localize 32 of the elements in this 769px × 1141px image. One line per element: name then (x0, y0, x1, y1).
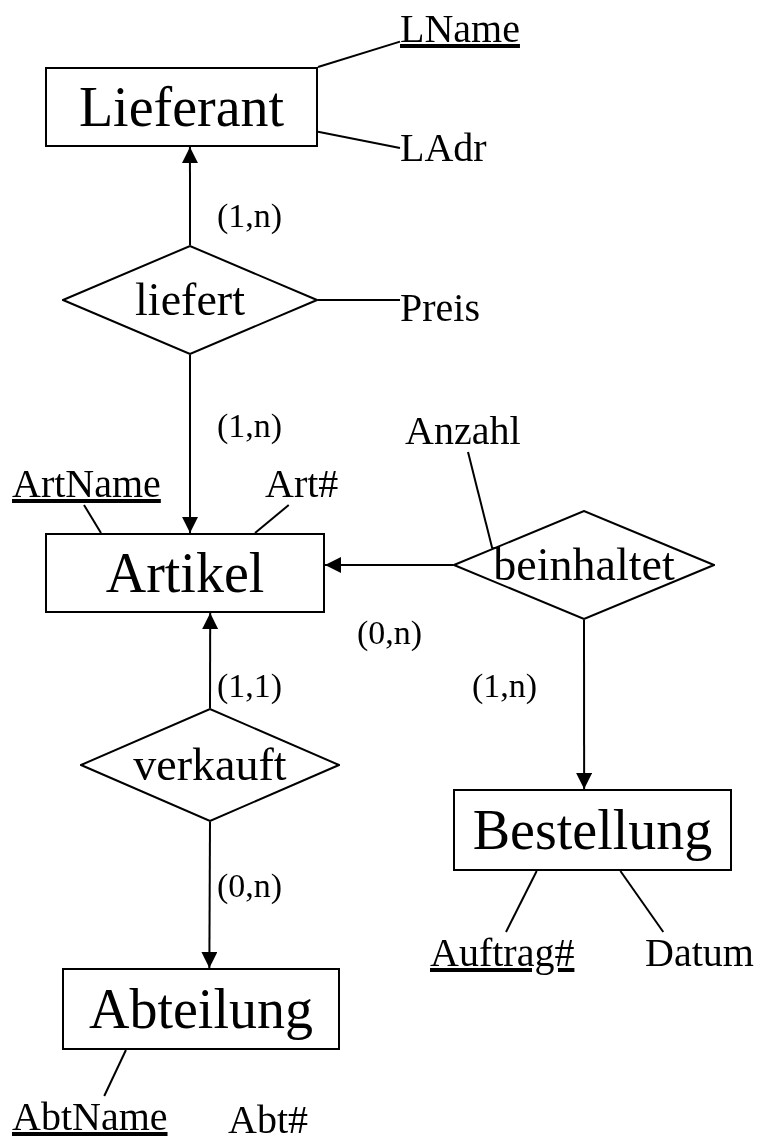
entity-box: Abteilung (62, 968, 340, 1050)
connector-line (254, 504, 290, 534)
relationship-diamond: liefert (62, 245, 318, 355)
arrow (181, 146, 198, 246)
arrow (576, 619, 593, 790)
connector-line (317, 40, 401, 68)
attribute-label: LAdr (400, 128, 510, 168)
relationship-diamond: beinhaltet (453, 510, 715, 620)
connector-line (317, 130, 401, 149)
attribute-label: Preis (400, 288, 500, 328)
key-attribute-label: AbtName (12, 1096, 217, 1138)
entity-box: Artikel (45, 533, 325, 613)
connector-line (467, 451, 494, 550)
arrow (182, 354, 199, 534)
key-attribute-label: ArtName (12, 463, 192, 505)
entity-box: Bestellung (453, 789, 732, 871)
connector-line (505, 870, 538, 933)
arrow (201, 821, 218, 969)
relationship-diamond: verkauft (80, 708, 340, 822)
key-attribute-label: LName (400, 8, 550, 50)
attribute-label: Anzahl (405, 410, 545, 452)
arrow (324, 557, 454, 573)
attribute-label: Art# (265, 463, 360, 505)
attribute-label: Datum (645, 932, 767, 974)
connector-line (103, 1049, 127, 1097)
attribute-label: Abt# (228, 1100, 308, 1140)
connector-line (619, 870, 665, 933)
connector-line (317, 299, 401, 301)
entity-box: Lieferant (45, 67, 318, 147)
key-attribute-label: Auftrag# (430, 932, 620, 974)
connector-line (83, 504, 102, 534)
arrow (202, 612, 219, 709)
